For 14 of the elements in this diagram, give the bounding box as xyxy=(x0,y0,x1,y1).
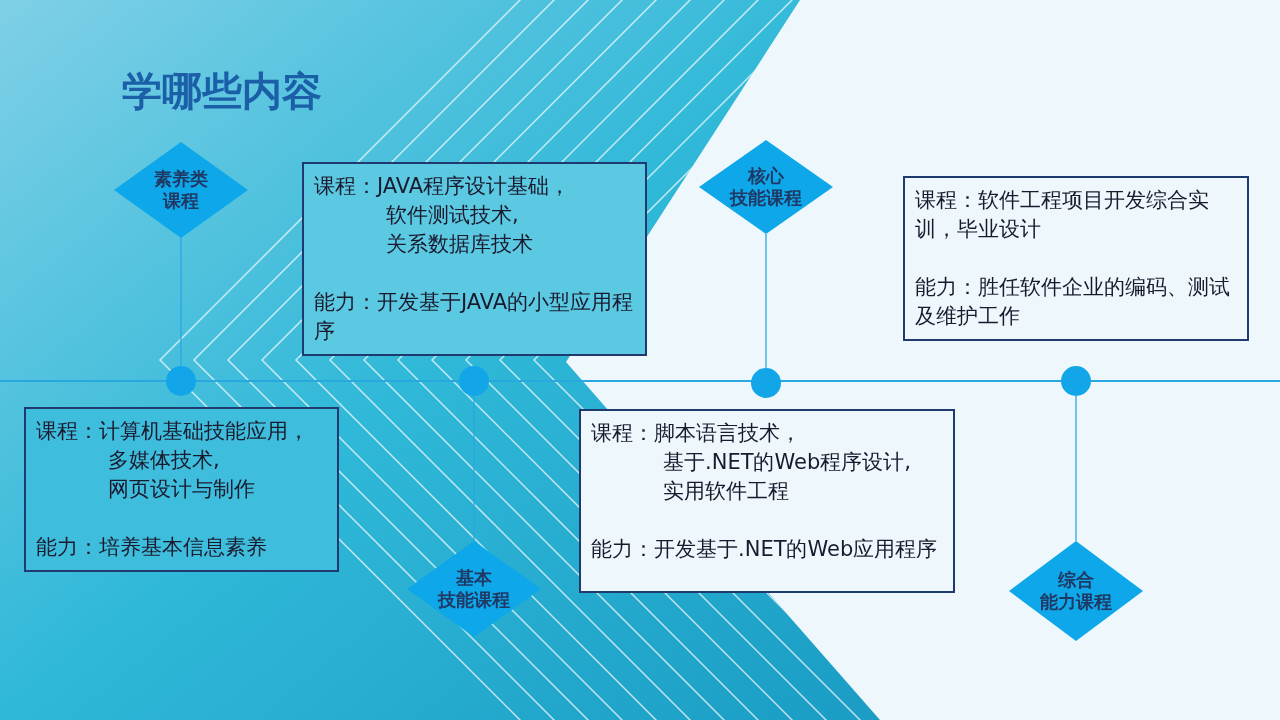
category-diamond: 素养类课程 xyxy=(114,142,248,238)
connector-line xyxy=(473,395,475,542)
course-box: 课程：脚本语言技术，基于.NET的Web程序设计,实用软件工程 能力：开发基于.NET的Web应用程序 xyxy=(579,409,955,593)
timeline-dot xyxy=(1061,366,1091,396)
category-diamond: 综合能力课程 xyxy=(1009,541,1143,641)
course-box: 课程：软件工程项目开发综合实训，毕业设计 能力：胜任软件企业的编码、测试及维护工作 xyxy=(903,176,1249,341)
category-diamond: 基本技能课程 xyxy=(407,541,541,637)
course-box: 课程：计算机基础技能应用，多媒体技术,网页设计与制作 能力：培养基本信息素养 xyxy=(24,407,339,572)
course-box: 课程：JAVA程序设计基础，软件测试技术,关系数据库技术 能力：开发基于JAVA的小型应用程序 xyxy=(302,162,647,356)
category-diamond: 核心技能课程 xyxy=(699,140,833,234)
timeline-dot xyxy=(751,368,781,398)
connector-line xyxy=(1075,395,1077,542)
title: 学哪些内容 xyxy=(122,67,322,116)
connector-line xyxy=(765,233,767,369)
